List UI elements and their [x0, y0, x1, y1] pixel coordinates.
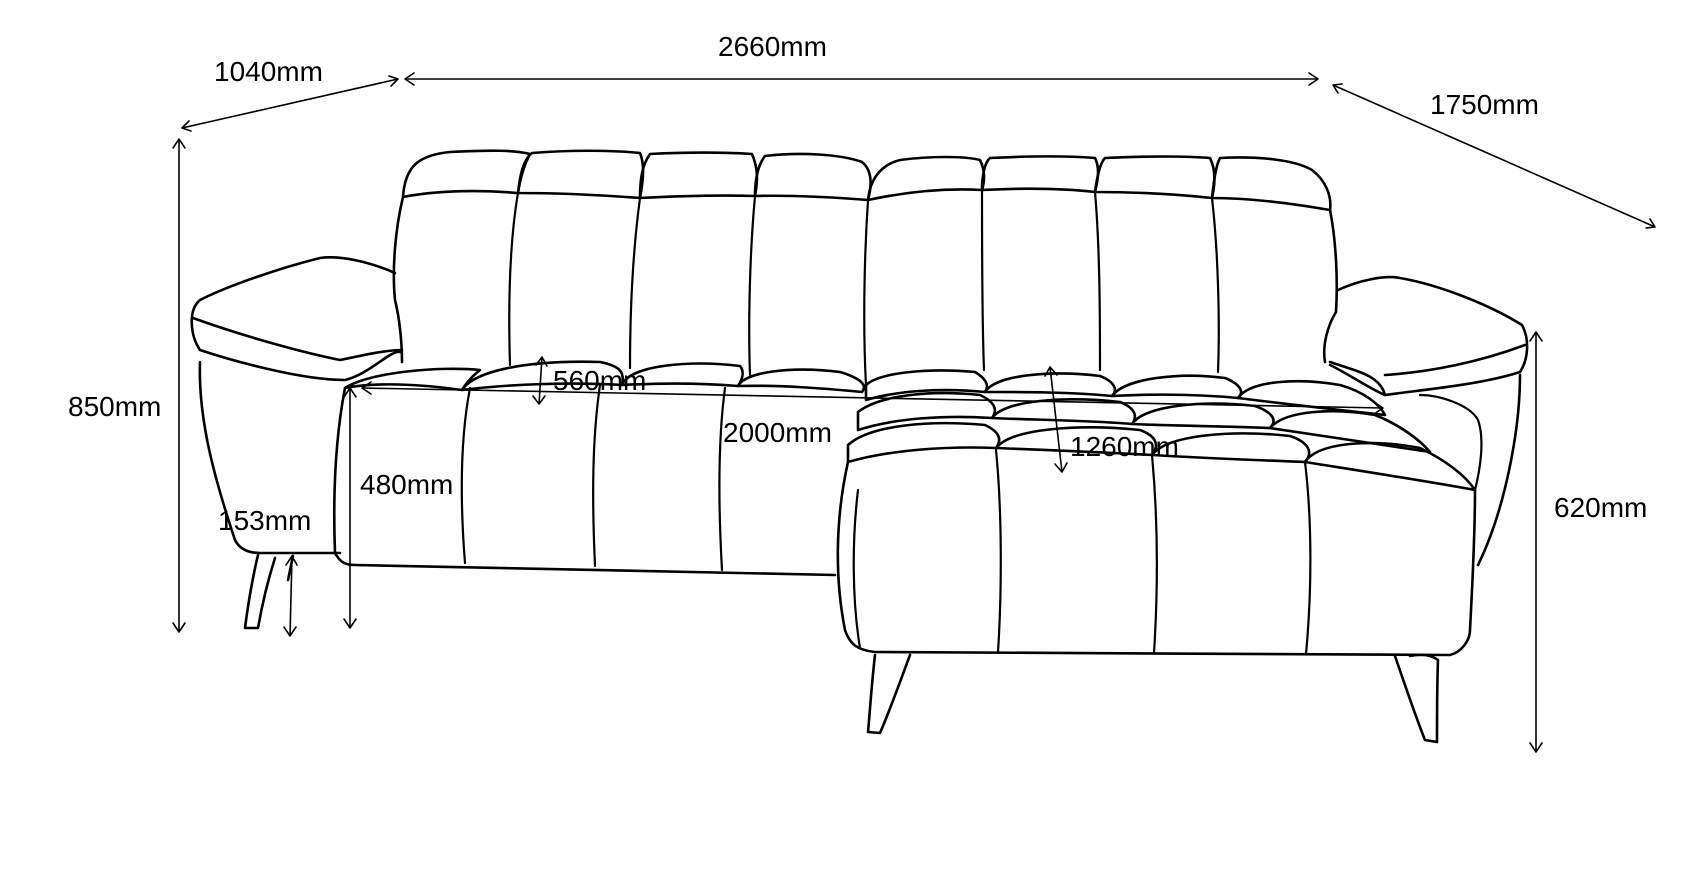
leg-height-arrow-top	[285, 555, 298, 566]
main-seat-cushion-4	[736, 368, 866, 394]
right-armrest-edge	[1328, 343, 1527, 397]
back-cushion-top-3	[638, 151, 759, 200]
chaise-length-arrow-bottom	[1054, 462, 1068, 473]
left-armrest-side	[198, 360, 342, 555]
chaise-depth-arrow-top	[1332, 83, 1343, 94]
back-cushion-top-1	[401, 149, 532, 199]
chaise-cushion-row-2d	[1268, 409, 1432, 454]
dimension-lines	[172, 72, 1656, 753]
chaise-cushion-row-3	[846, 421, 1001, 464]
chaise-seam-1	[994, 448, 1002, 654]
overall-width-arrow-right	[1308, 72, 1319, 86]
overall-height-arrow-top	[172, 138, 186, 149]
chaise-height-label: 620mm	[1554, 492, 1647, 523]
chaise-left-leg	[866, 653, 912, 735]
back-seam-3	[748, 194, 757, 377]
chaise-front	[836, 460, 1477, 657]
left-armrest-edge	[191, 316, 404, 362]
seat-depth-label: 560mm	[553, 365, 646, 396]
chaise-depth-arrow-bottom	[1645, 218, 1656, 229]
sofa-drawing	[190, 149, 1529, 744]
back-cushion-top-2	[516, 149, 645, 200]
seat-width-label: 2000mm	[723, 417, 832, 448]
side-depth-arrow-right	[388, 75, 399, 87]
chaise-cushion-row-3d	[1303, 441, 1477, 492]
left-armrest-top	[190, 256, 402, 382]
chaise-depth-line	[1332, 84, 1656, 228]
overall-height-label: 850mm	[68, 391, 161, 422]
dimension-labels: 2660mm 1040mm 1750mm 850mm 560mm 2000mm …	[68, 31, 1647, 536]
main-seat-front	[333, 386, 837, 577]
seat-width-arrow-right	[1373, 401, 1384, 415]
back-seam-5	[980, 188, 986, 372]
main-seat-cushion-2	[460, 360, 625, 392]
main-seat-cushion-1	[343, 367, 482, 392]
back-cushion-top-7	[1093, 155, 1216, 200]
chaise-cushion-row-2b	[990, 398, 1137, 426]
chaise-seam-2	[1150, 453, 1158, 655]
back-cushion-top-6	[980, 155, 1100, 194]
chaise-cushion-row-1b	[983, 372, 1117, 398]
back-seam-7	[1210, 196, 1220, 374]
chaise-cushion-row-1d	[1236, 379, 1387, 417]
back-body-left	[392, 195, 405, 364]
seat-height-arrow-bottom	[343, 618, 357, 629]
right-armrest-side	[1476, 373, 1522, 567]
left-back-leg	[243, 553, 277, 630]
main-seat-seam-2	[592, 383, 602, 568]
main-seat-seam-3	[718, 386, 727, 572]
side-depth-line	[181, 78, 399, 129]
chaise-depth-label: 1750mm	[1430, 89, 1539, 120]
chaise-right-joint	[1418, 393, 1483, 492]
chaise-right-leg	[1393, 653, 1440, 744]
back-seam-1	[508, 191, 520, 367]
back-seam-2	[628, 196, 642, 370]
back-seam-6	[1093, 190, 1102, 372]
chaise-cushion-row-1	[864, 369, 989, 402]
chaise-cushion-row-3c	[1150, 432, 1311, 464]
leg-height-arrow-bottom	[283, 626, 297, 637]
chaise-length-arrow-top	[1044, 366, 1058, 377]
main-seat-cushion-3	[620, 362, 744, 388]
seat-depth-arrow-top	[535, 356, 548, 367]
chaise-height-arrow-bottom	[1529, 742, 1543, 753]
chaise-length-line	[1049, 366, 1063, 473]
overall-height-arrow-bottom	[172, 622, 186, 633]
main-seat-seam-1	[460, 386, 472, 565]
back-cushion-top-8	[1210, 156, 1332, 212]
seat-height-arrow-top	[343, 387, 357, 398]
chaise-cushion-row-2	[856, 391, 997, 432]
chaise-cushion-row-3b	[994, 426, 1158, 457]
leg-height-line	[289, 555, 293, 637]
seat-depth-arrow-bottom	[532, 395, 546, 405]
chaise-length-label: 1260mm	[1070, 431, 1179, 462]
chaise-left-edge	[852, 488, 862, 650]
leg-height-label: 153mm	[218, 505, 311, 536]
overall-width-label: 2660mm	[718, 31, 827, 62]
back-body-right	[1322, 208, 1339, 364]
side-depth-label: 1040mm	[214, 56, 323, 87]
seat-depth-line	[538, 356, 543, 405]
chaise-height-arrow-top	[1529, 331, 1543, 342]
back-seam-4	[863, 198, 870, 387]
chaise-seam-3	[1303, 460, 1312, 656]
seat-height-label: 480mm	[360, 469, 453, 500]
chaise-cushion-row-1c	[1110, 374, 1243, 400]
chaise-cushion-row-2c	[1130, 402, 1275, 430]
right-armrest-top	[1328, 275, 1529, 397]
seat-width-arrow-left	[361, 381, 372, 395]
back-cushion-top-4	[753, 152, 872, 202]
side-depth-arrow-left	[181, 120, 192, 132]
overall-width-arrow-left	[404, 72, 415, 86]
seat-width-line	[361, 387, 1384, 409]
back-cushion-top-5	[866, 155, 986, 202]
